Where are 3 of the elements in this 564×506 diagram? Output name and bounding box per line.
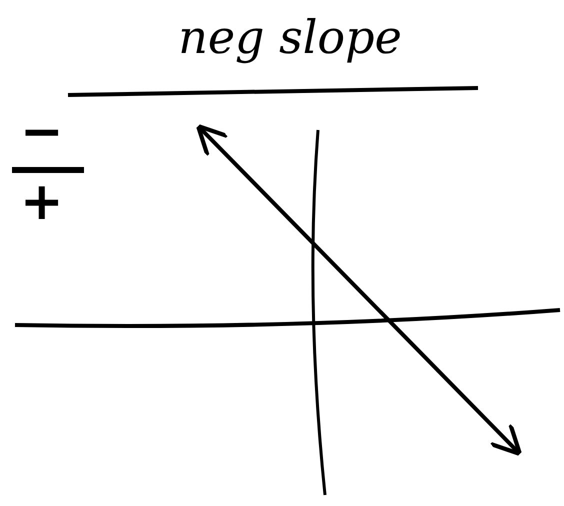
sign-label: −: [20, 104, 64, 160]
title: neg slope: [177, 10, 403, 64]
sign-label: +: [20, 174, 64, 230]
